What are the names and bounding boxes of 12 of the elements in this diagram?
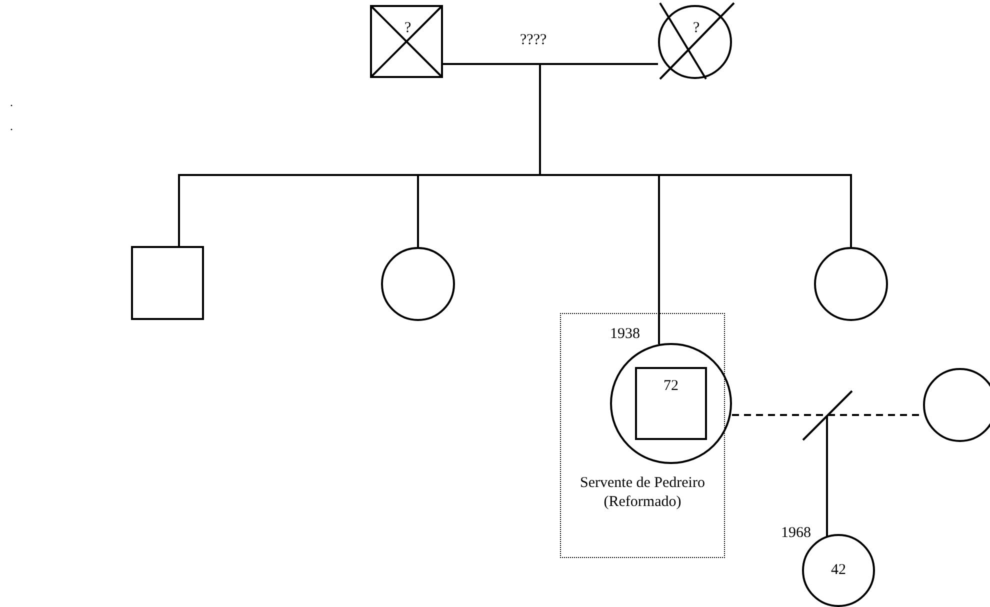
male-square: [635, 367, 707, 440]
person-label: ?: [404, 21, 412, 36]
person-label: 72: [662, 379, 680, 394]
male-square: [131, 246, 204, 320]
relationship-line: [539, 63, 852, 247]
person-label: 42: [830, 562, 847, 578]
person-label: ?: [693, 21, 700, 36]
birth-year: 1968: [781, 526, 811, 541]
birth-year: 1938: [610, 327, 640, 342]
dot-mark: .: [10, 120, 13, 132]
dot-mark: .: [10, 96, 13, 108]
occupation-text: Servente de Pedreiro (Reformado): [579, 474, 706, 512]
